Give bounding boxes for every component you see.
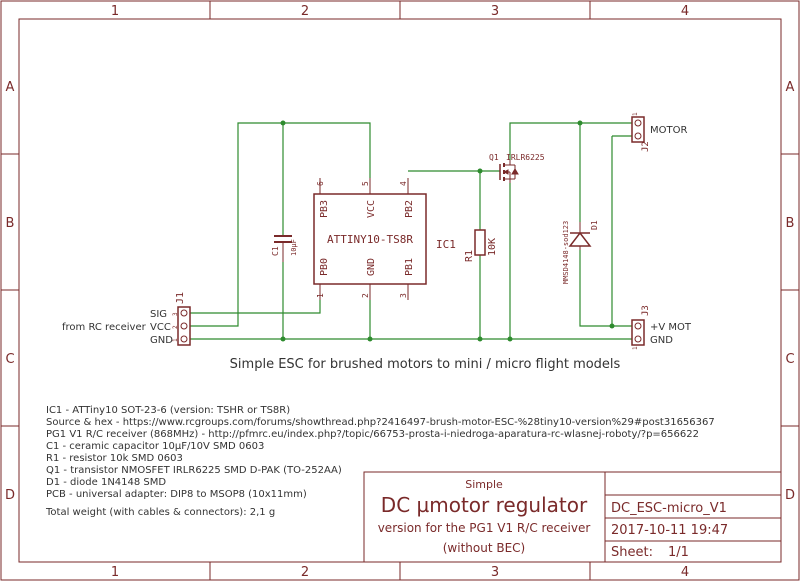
column-label-bottom: 4	[681, 565, 689, 580]
wires	[190, 122, 632, 340]
row-label-left: B	[6, 216, 15, 231]
j1-source-label: from RC receiver	[62, 322, 147, 333]
ic1-pin-label: PB1	[404, 258, 415, 276]
ic1-symbol[interactable]: PB3 VCC PB2 PB0 GND PB1 6 5 4 1 2 3 ATTI…	[313, 178, 456, 300]
j1-signal-label: SIG	[150, 309, 167, 320]
note-line: C1 - ceramic capacitor 10µF/10V SMD 0603	[46, 441, 264, 452]
connector-j2[interactable]: J2 1	[631, 112, 651, 152]
ic1-pin-label: PB2	[404, 200, 415, 218]
parts-notes: IC1 - ATTiny10 SOT-23-6 (version: TSHR o…	[45, 405, 715, 518]
row-label-left: D	[5, 488, 15, 503]
q1-designator: Q1	[489, 153, 499, 162]
ic1-pin-label: VCC	[366, 200, 377, 218]
diode-d1[interactable]: MMSD4148-sod123 D1	[562, 220, 599, 284]
row-label-left: A	[6, 80, 15, 95]
title-block	[363, 471, 782, 563]
schematic-caption: Simple ESC for brushed motors to mini / …	[230, 357, 621, 372]
ic1-pin-number: 5	[361, 181, 370, 186]
j2-designator: J2	[641, 141, 651, 152]
j2-pin-number: 1	[632, 112, 639, 116]
frame-row-labels: A B C D A B C D	[5, 80, 795, 503]
ic1-pin-number: 4	[399, 181, 408, 186]
row-label-right: B	[786, 216, 795, 231]
c1-designator: C1	[271, 246, 280, 256]
row-label-left: C	[5, 352, 14, 367]
j1-signal-label: VCC	[150, 322, 171, 333]
column-label-top: 4	[681, 4, 689, 19]
capacitor-c1[interactable]: C1 10µF	[271, 235, 298, 262]
column-label-top: 2	[301, 4, 309, 19]
column-label-bottom: 3	[491, 565, 499, 580]
d1-part-number: MMSD4148-sod123	[562, 221, 570, 284]
d1-designator: D1	[590, 220, 599, 230]
j3-pin-number: 1	[632, 346, 639, 350]
r1-designator: R1	[464, 250, 475, 262]
ic1-pin-number: 1	[316, 293, 325, 298]
note-line: PG1 V1 R/C receiver (868MHz) - http://pf…	[46, 429, 699, 440]
ic1-pin-number: 3	[399, 293, 408, 298]
title-block-sheet-value: 1/1	[668, 545, 689, 560]
resistor-r1[interactable]: R1 10K	[464, 229, 498, 262]
column-label-top: 3	[491, 4, 499, 19]
row-label-right: D	[785, 488, 795, 503]
j3-designator: J3	[641, 305, 651, 316]
j1-pin-number: 2	[172, 325, 179, 329]
j1-pin-number: 3	[172, 312, 179, 316]
note-line: R1 - resistor 10k SMD 0603	[46, 453, 183, 464]
title-block-sheet-label: Sheet:	[611, 545, 653, 560]
title-block-title: DC µmotor regulator	[381, 493, 588, 517]
r1-value: 10K	[487, 238, 498, 256]
column-label-top: 1	[111, 4, 119, 19]
j3-label: GND	[650, 335, 673, 346]
j2-label: MOTOR	[650, 125, 687, 136]
title-block-date: 2017-10-11 19:47	[611, 523, 728, 538]
j3-label: +V MOT	[650, 322, 692, 333]
note-line: PCB - universal adapter: DIP8 to MSOP8 (…	[46, 489, 307, 500]
ic1-pin-label: PB3	[319, 200, 330, 218]
title-block-line3: (without BEC)	[443, 541, 525, 555]
note-line: Source & hex - https://www.rcgroups.com/…	[46, 417, 715, 428]
ic1-pin-label: GND	[366, 258, 377, 276]
weight-note: Total weight (with cables & connectors):…	[45, 507, 275, 518]
j1-signal-label: GND	[150, 335, 173, 346]
title-block-subtitle: Simple	[465, 478, 503, 491]
title-block-filename: DC_ESC-micro_V1	[611, 501, 727, 516]
c1-value: 10µF	[290, 239, 298, 256]
note-line: Q1 - transistor NMOSFET IRLR6225 SMD D-P…	[46, 465, 342, 476]
note-line: IC1 - ATTiny10 SOT-23-6 (version: TSHR o…	[46, 405, 290, 416]
j1-pin-number: 1	[172, 338, 179, 342]
ic1-pin-number: 2	[361, 293, 370, 298]
j1-designator: J1	[175, 292, 186, 304]
row-label-right: C	[785, 352, 794, 367]
note-line: D1 - diode 1N4148 SMD	[46, 477, 166, 488]
title-block-line2: version for the PG1 V1 R/C receiver	[378, 521, 591, 535]
ic1-designator: IC1	[436, 238, 456, 251]
column-label-bottom: 2	[301, 565, 309, 580]
junction-dots	[280, 120, 615, 342]
connector-j3[interactable]: J3 1	[631, 305, 651, 350]
row-label-right: A	[786, 80, 795, 95]
ic1-pin-number: 6	[316, 181, 325, 186]
column-label-bottom: 1	[111, 565, 119, 580]
mosfet-q1[interactable]	[499, 160, 519, 183]
connector-j1[interactable]: J1 3 2 1	[172, 292, 191, 346]
frame-column-labels: 1 2 3 4 1 2 3 4	[111, 4, 689, 580]
ic1-pin-label: PB0	[319, 258, 330, 276]
ic1-part-number: ATTINY10-TS8R	[327, 233, 413, 246]
q1-part-number: IRLR6225	[506, 153, 545, 162]
